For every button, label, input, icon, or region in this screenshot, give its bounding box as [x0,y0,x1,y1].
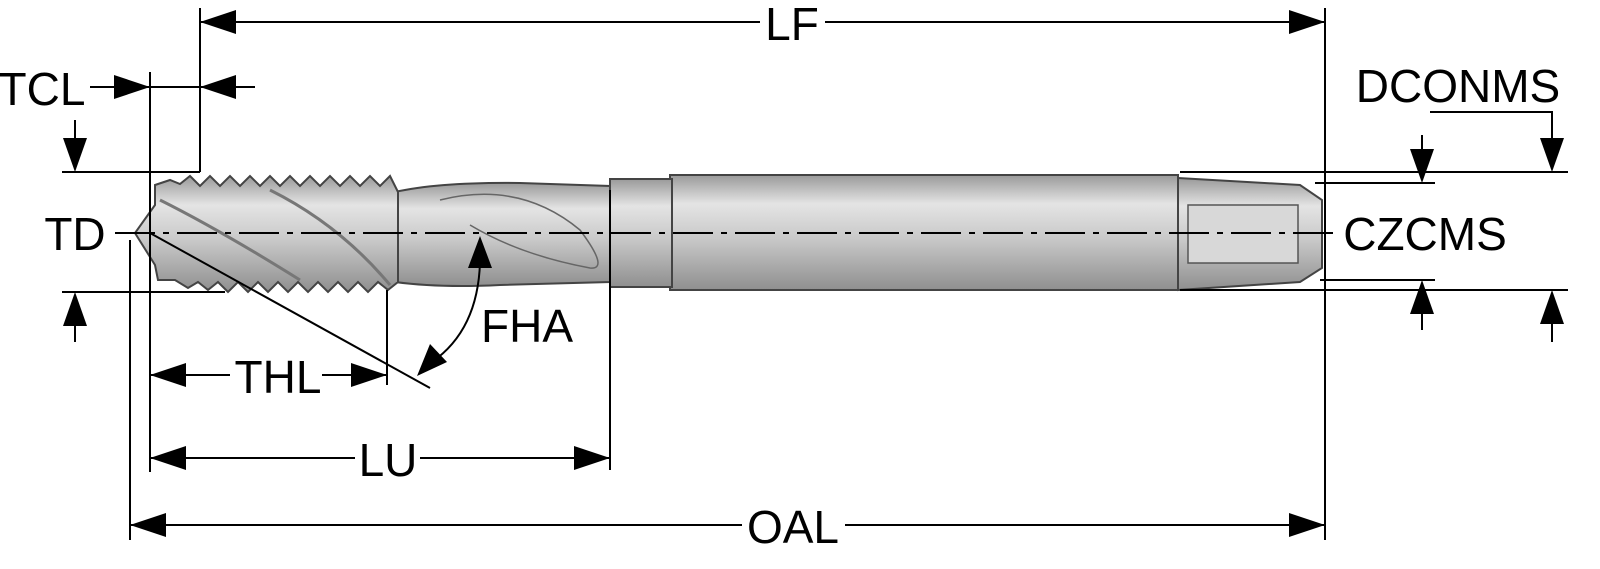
flute-groove [159,188,392,286]
label-oal: OAL [747,501,839,553]
label-lu: LU [359,434,418,486]
dimension-fha: FHA [417,236,573,376]
neck [394,181,611,287]
dimension-lf: LF [200,0,1325,50]
label-td: TD [44,208,105,260]
dimension-td: TD [44,120,106,342]
dimension-czcms: CZCMS [1343,135,1507,330]
label-thl: THL [235,351,322,403]
label-czcms: CZCMS [1343,208,1507,260]
label-fha: FHA [481,300,573,352]
flute [439,193,599,269]
dimension-dconms: DCONMS [1356,60,1564,342]
label-dconms: DCONMS [1356,60,1560,112]
extension-lines [62,8,1568,540]
dimension-lu: LU [150,434,610,486]
dimension-tcl: TCL [0,63,255,115]
label-lf: LF [765,0,819,50]
label-tcl: TCL [0,63,85,115]
dimension-thl: THL [150,351,387,403]
dimension-oal: OAL [130,501,1325,553]
